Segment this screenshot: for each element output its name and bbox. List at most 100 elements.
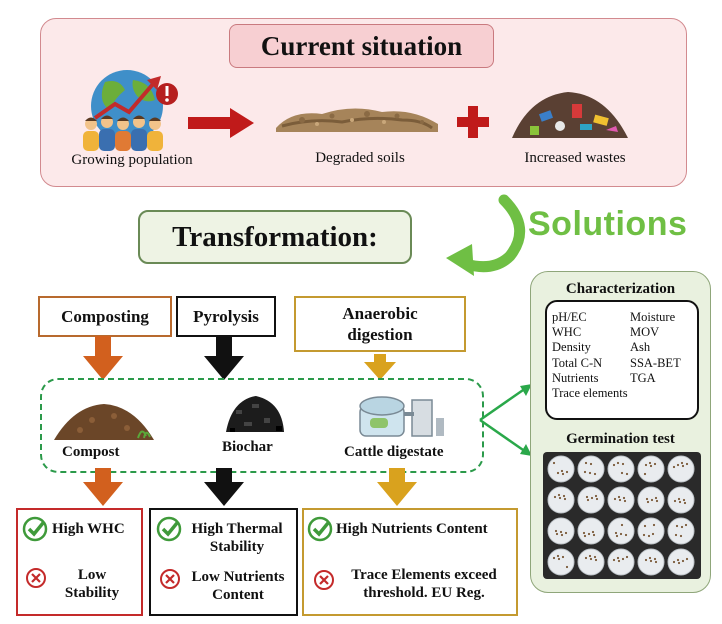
param-ssa-bet: SSA-BET [630, 355, 681, 370]
seed [560, 533, 564, 537]
solutions-label: Solutions [528, 205, 688, 243]
seed [595, 497, 599, 501]
seed [584, 461, 588, 465]
seed [625, 555, 629, 559]
high-thermal-stability-text: High Thermal Stability [191, 521, 283, 555]
seed [653, 557, 657, 561]
germination-test-photo [543, 452, 701, 579]
petri-dish [667, 517, 695, 545]
cross-icon [26, 568, 46, 588]
seed [555, 532, 559, 536]
check-icon [307, 516, 333, 542]
seed [618, 498, 622, 502]
seed [681, 559, 685, 563]
petri-dish [667, 455, 695, 483]
seed [672, 465, 676, 469]
seed [587, 532, 591, 536]
products-dashed-box [40, 378, 484, 473]
seed [655, 499, 659, 503]
petri-dish [547, 548, 575, 576]
compost-pile-icon [54, 404, 154, 440]
check-icon [22, 516, 48, 542]
seed [676, 558, 680, 562]
param-trace-elements: Trace elements [552, 386, 628, 401]
seed [644, 558, 648, 562]
seed [654, 560, 658, 564]
seed [675, 524, 679, 528]
seed [624, 533, 628, 537]
seed [593, 555, 597, 559]
petri-dish [637, 455, 665, 483]
seed [589, 557, 593, 561]
param-whc: WHC [552, 325, 582, 340]
characterization-title: Characterization [565, 281, 676, 297]
seed [589, 462, 593, 466]
seed [620, 523, 624, 527]
seed [556, 471, 560, 475]
population-growth-icon [83, 70, 178, 151]
petri-dishes-icon [547, 455, 695, 576]
seed [684, 523, 688, 527]
petri-dish [577, 548, 605, 576]
seed [561, 555, 565, 559]
seed [556, 554, 560, 558]
seed [583, 470, 587, 474]
seed [565, 470, 569, 474]
current-situation-title: Current situation [229, 24, 494, 68]
seed [616, 461, 620, 465]
digestate-outcome-box [302, 508, 518, 616]
seed [682, 498, 686, 502]
seed [680, 461, 684, 465]
seed [648, 461, 652, 465]
seed [584, 556, 588, 560]
seed [677, 561, 681, 565]
seed [621, 462, 625, 466]
seed [649, 559, 653, 563]
seed [617, 495, 621, 499]
seed [591, 530, 595, 534]
seed [650, 498, 654, 502]
seed [592, 533, 596, 537]
high-nutrients-content-text: High Nutrients Content [336, 521, 488, 537]
seed [586, 498, 590, 502]
trace-elements-text: Trace Elements exceed threshold. EU Reg. [351, 567, 497, 601]
germination-test-title: Germination test [566, 431, 675, 447]
param-density: Density [552, 340, 591, 355]
seed [678, 500, 682, 504]
seed [559, 530, 563, 534]
petri-dish [667, 486, 695, 514]
seed [615, 534, 619, 538]
seed [685, 557, 689, 561]
seed [685, 462, 689, 466]
seed [588, 471, 592, 475]
seed [585, 495, 589, 499]
seed [674, 533, 678, 537]
arrow-right-icon [188, 108, 254, 138]
check-icon [156, 516, 182, 542]
seed [622, 496, 626, 500]
petri-dish [547, 455, 575, 483]
arrow-down-icon [204, 336, 244, 380]
compost-label: Compost [62, 444, 120, 460]
compost-outcome-box [16, 508, 143, 616]
petri-dish [577, 486, 605, 514]
seed [617, 559, 621, 563]
seed [642, 533, 646, 537]
seed [649, 464, 653, 468]
param-ph-ec: pH/EC [552, 310, 587, 324]
seed [645, 497, 649, 501]
seed [679, 534, 683, 538]
petri-dish [667, 548, 695, 576]
seed [644, 463, 648, 467]
seed [563, 497, 567, 501]
plus-icon [457, 106, 489, 138]
increased-wastes-caption: Increased wastes [524, 150, 626, 166]
seed [614, 531, 618, 535]
seed [564, 531, 568, 535]
seed [653, 462, 657, 466]
characterization-list-right: Moisture MOV Ash SSA-BET TGA [630, 310, 681, 386]
seed [552, 556, 556, 560]
cross-icon [160, 569, 180, 589]
seed [672, 560, 676, 564]
seed [594, 494, 598, 498]
